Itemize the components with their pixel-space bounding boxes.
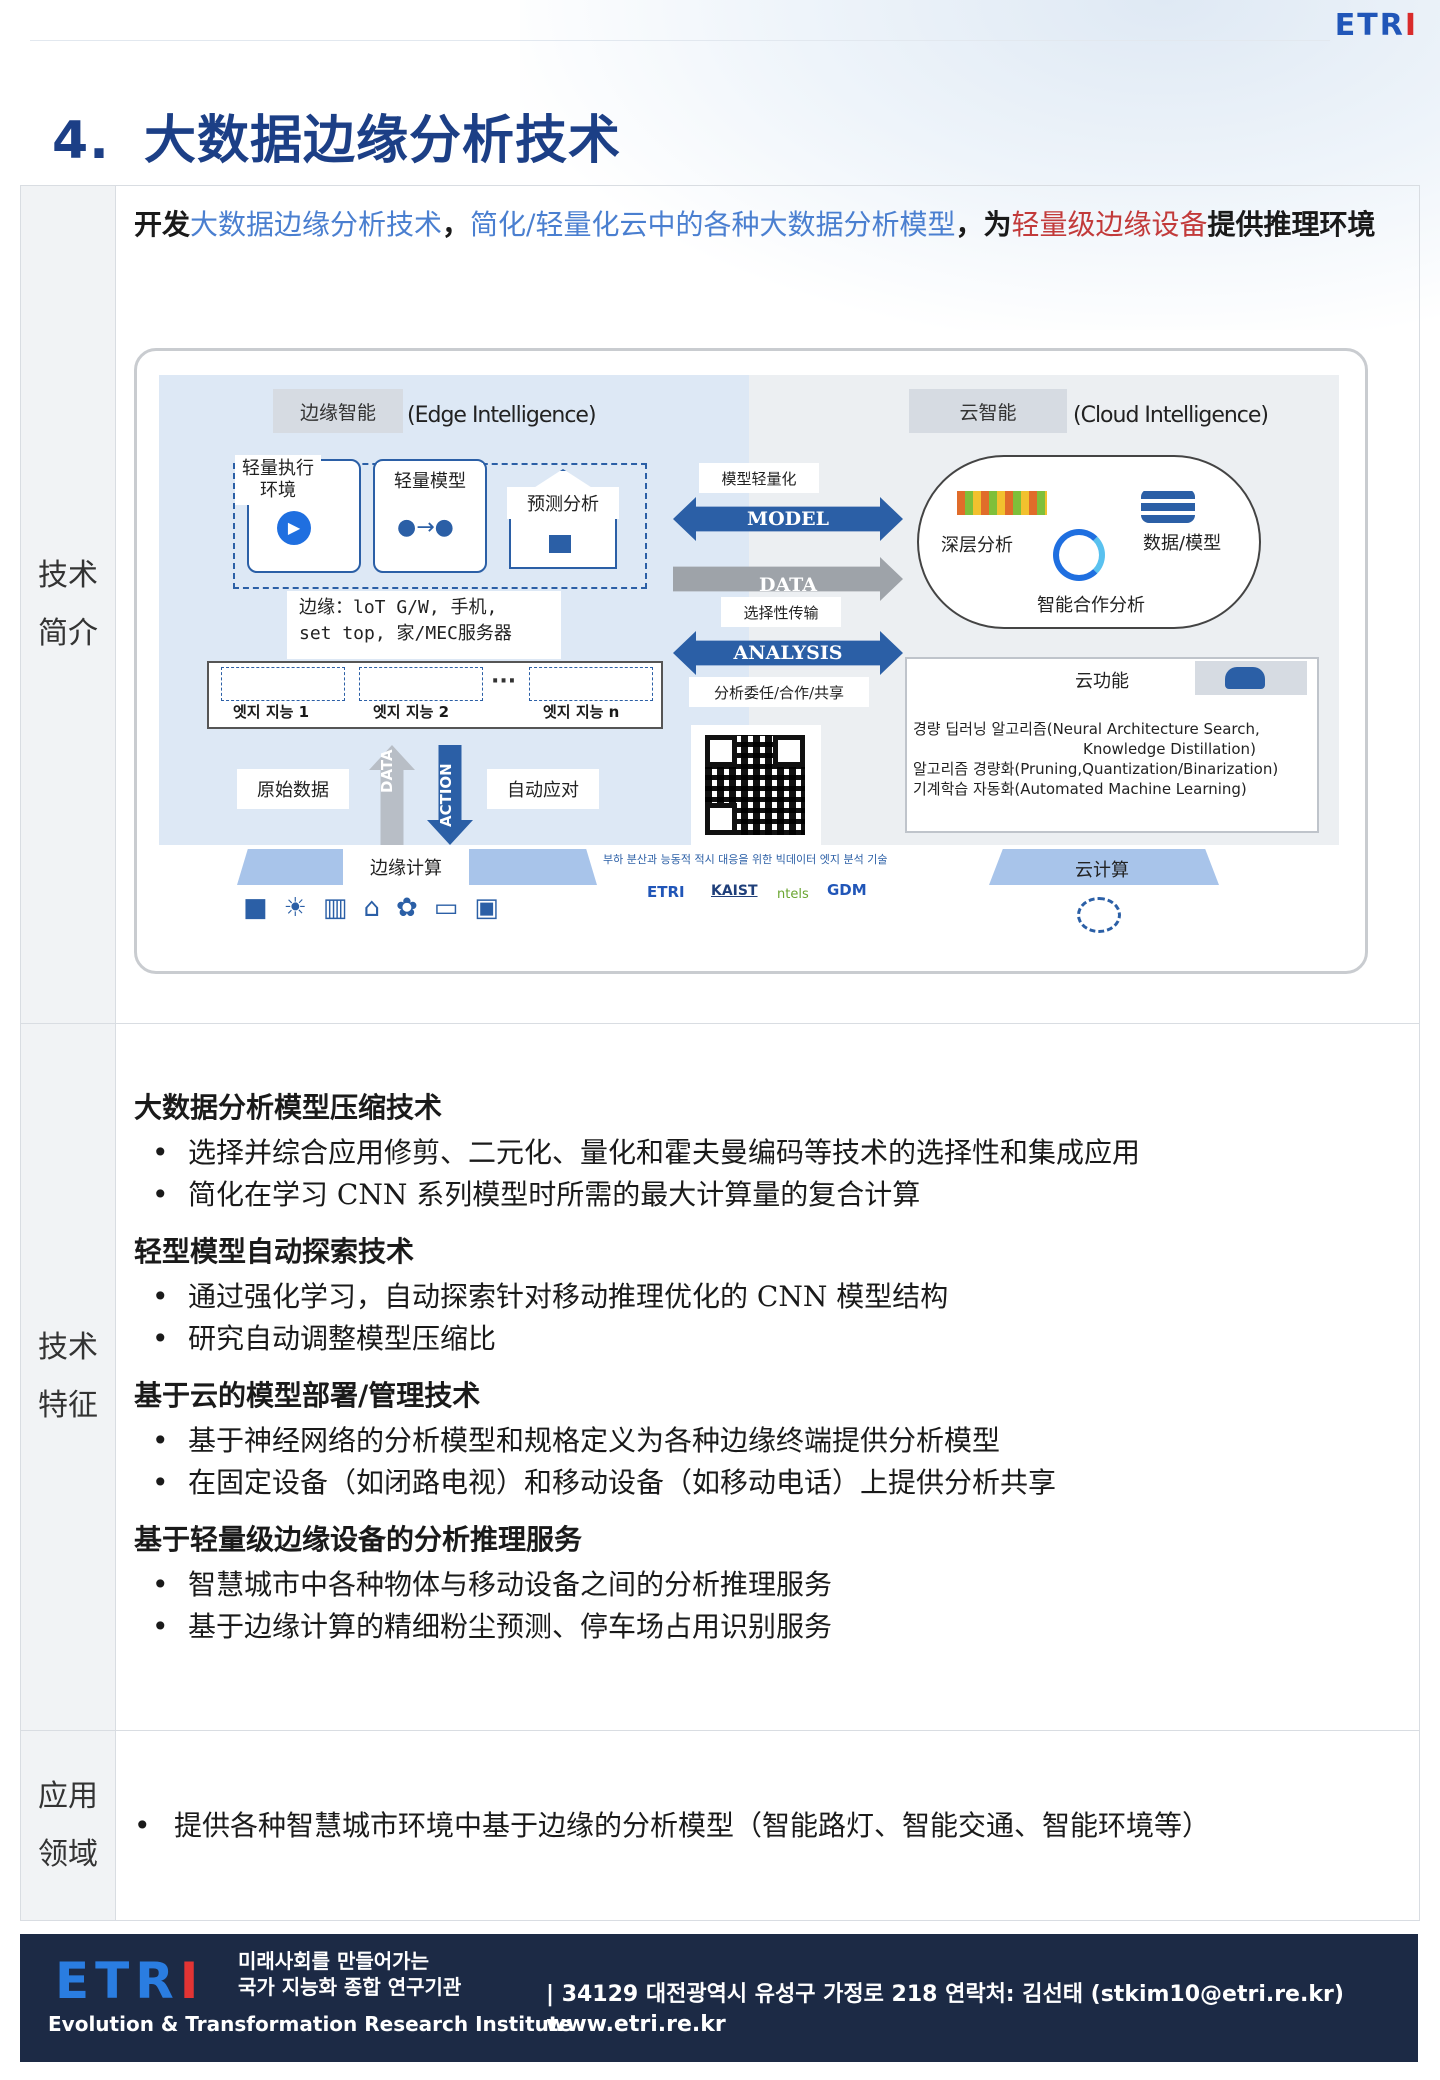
database-icon [1141,489,1195,523]
features-label: 技术 特征 [21,1024,116,1730]
data-note: 选择性传输 [721,597,841,627]
section-title: 大数据边缘分析技术 [143,110,621,171]
content-table: 技术 简介 开发大数据边缘分析技术，简化/轻量化云中的各种大数据分析模型，为轻量… [20,185,1420,1921]
analysis-arrow-label: ANALYSIS [733,642,843,664]
cloud-function-list: 경량 딥러닝 알고리즘(Neural Architecture Search, … [913,719,1313,799]
edge-intel-en: (Edge Intelligence) [407,403,597,428]
model-arrow-label: MODEL [747,508,829,530]
feature-item-4-2: 基于边缘计算的精细粉尘预测、停车场占用识别服务 [134,1606,1419,1648]
feature-item-4-1: 智慧城市中各种物体与移动设备之间的分析推理服务 [134,1564,1419,1606]
footer-institute: Evolution & Transformation Research Inst… [48,2012,573,2036]
cloud-compute-label: 云计算 [1075,860,1129,881]
feature-item-1-1: 选择并综合应用修剪、二元化、量化和霍夫曼编码等技术的选择性和集成应用 [134,1132,1419,1174]
bottom-caption: 부하 분산과 능동적 적시 대응을 위한 빅데이터 엣지 분석 기술 [603,853,888,866]
intro-cell: 开发大数据边缘分析技术，简化/轻量化云中的各种大数据分析模型，为轻量级边缘设备提… [116,186,1419,1023]
edge-box-runtime: 轻量执行环境 [235,455,321,505]
feature-section-2: 轻型模型自动探索技术 通过强化学习，自动探索针对移动推理优化的 CNN 模型结构… [134,1230,1419,1360]
feature-section-4: 基于轻量级边缘设备的分析推理服务 智慧城市中各种物体与移动设备之间的分析推理服务… [134,1518,1419,1648]
node-1-label: 엣지 지능 1 [233,703,310,721]
neural-net-icon [957,491,1047,515]
cloud-base-strip [989,849,1219,885]
partner-kaist: KAIST [711,883,758,899]
feature-title-1: 大数据分析模型压缩技术 [134,1091,443,1124]
page-title: 4. 大数据边缘分析技术 [52,98,621,173]
data-up-label: DATA [378,749,396,793]
node-1-icons [221,667,345,701]
node-2-icons [359,667,483,701]
edge-box-model: 轻量模型 [377,463,483,497]
feature-title-2: 轻型模型自动探索技术 [134,1235,415,1268]
edge-box-predict: 预测分析 [507,487,619,519]
cloud-icon [1225,667,1265,689]
feature-section-1: 大数据分析模型压缩技术 选择并综合应用修剪、二元化、量化和霍夫曼编码等技术的选择… [134,1086,1419,1216]
footer-contact: | 34129 대전광역시 유성구 가정로 218 연락처: 김선태 (stki… [546,1980,1344,2040]
node-n-icons [529,667,653,701]
feature-item-3-1: 基于神经网络的分析模型和规格定义为各种边缘终端提供分析模型 [134,1420,1419,1462]
feature-item-1-2: 简化在学习 CNN 系列模型时所需的最大计算量的复合计算 [134,1174,1419,1216]
cloud-func-1: 경량 딥러닝 알고리즘(Neural Architecture Search, [913,720,1260,738]
features-row: 技术 特征 大数据分析模型压缩技术 选择并综合应用修剪、二元化、量化和霍夫曼编码… [21,1023,1419,1730]
nodes-ellipsis: ··· [491,669,517,694]
footer: ETRI 미래사회를 만들어가는 국가 지능화 종합 연구기관 Evolutio… [20,1934,1418,2062]
header-sky-background [520,0,1440,330]
edge-nodes-strip [207,661,663,729]
cloud-upload-icon-bg [1195,661,1307,695]
etri-logo: ETRI [1334,8,1418,43]
header-rule [30,40,1330,41]
footer-address: | 34129 대전광역시 유성구 가정로 218 연락처: 김선태 (stki… [546,1982,1344,2007]
partner-gdm: GDM [827,881,867,899]
intro-row: 技术 简介 开发大数据边缘分析技术，简化/轻量化云中的各种大数据分析模型，为轻量… [21,186,1419,1023]
footer-logo: ETRI [55,1952,205,2010]
edge-description: 边缘：loT G/W, 手机, set top, 家/MEC服务器 [287,591,561,659]
intro-label: 技术 简介 [21,186,116,1023]
action-down-label: ACTION [437,763,455,827]
cloud-func-3: 기계학습 자동화(Automated Machine Learning) [913,780,1247,798]
cloud-intel-label: 云智能 [909,389,1067,433]
intro-text: 开发大数据边缘分析技术，简化/轻量化云中的各种大数据分析模型，为轻量级边缘设备提… [134,208,1376,241]
collab-gear-icon [1053,529,1105,581]
qr-code[interactable] [691,725,821,845]
model-note: 模型轻量化 [699,463,819,493]
feature-section-3: 基于云的模型部署/管理技术 基于神经网络的分析模型和规格定义为各种边缘终端提供分… [134,1374,1419,1504]
feature-item-2-1: 通过强化学习，自动探索针对移动推理优化的 CNN 模型结构 [134,1276,1419,1318]
feature-item-2-2: 研究自动调整模型压缩比 [134,1318,1419,1360]
architecture-diagram: 边缘智能 (Edge Intelligence) 云智能 (Cloud Inte… [134,348,1368,974]
analysis-note: 分析委任/合作/共享 [689,677,869,707]
partner-ntels: ntels [777,887,809,902]
footer-website[interactable]: www.etri.re.kr [546,2012,726,2037]
edge-intel-label: 边缘智能 [273,389,403,433]
data-arrow-label: DATA [758,574,818,596]
application-row: 应用 领域 提供各种智慧城市环境中基于边缘的分析模型（智能路灯、智能交通、智能环… [21,1730,1419,1920]
node-n-label: 엣지 지능 n [543,703,620,721]
cloud-intel-en: (Cloud Intelligence) [1073,403,1269,428]
cloud-collab-analysis: 智能合作分析 [1037,595,1145,616]
feature-item-3-2: 在固定设备（如闭路电视）和移动设备（如移动电话）上提供分析共享 [134,1462,1419,1504]
application-item: 提供各种智慧城市环境中基于边缘的分析模型（智能路灯、智能交通、智能环境等） [116,1805,1210,1847]
partner-etri: ETRI [647,883,685,901]
application-label: 应用 领域 [21,1731,116,1920]
cloud-deep-analysis: 深层分析 [941,535,1013,556]
features-cell: 大数据分析模型压缩技术 选择并综合应用修剪、二元化、量化和霍夫曼编码等技术的选择… [116,1024,1419,1730]
device-icons: ■☀▥⌂✿▭▣ [243,893,515,923]
chip-icon [549,535,571,553]
cloud-data-model: 数据/模型 [1143,533,1222,554]
feature-title-3: 基于云的模型部署/管理技术 [134,1379,481,1412]
gear-icon: ▶ [277,511,311,545]
auto-response-box: 自动应对 [487,769,599,809]
model-icon: ●→● [397,515,454,540]
footer-slogan: 미래사회를 만들어가는 국가 지능화 종합 연구기관 [238,1949,462,1999]
cloud-func-1b: Knowledge Distillation) [1083,740,1256,758]
cloud-network-icon [1077,897,1121,933]
application-cell: 提供各种智慧城市环境中基于边缘的分析模型（智能路灯、智能交通、智能环境等） [116,1731,1419,1920]
section-number: 4. [52,111,110,171]
edge-compute-label: 边缘计算 [343,849,469,885]
node-2-label: 엣지 지능 2 [373,703,450,721]
cloud-function-title: 云功能 [1037,663,1167,697]
raw-data-box: 原始数据 [237,769,349,809]
cloud-func-2: 알고리즘 경량화(Pruning,Quantization/Binarizati… [913,760,1279,778]
feature-title-4: 基于轻量级边缘设备的分析推理服务 [134,1523,583,1556]
